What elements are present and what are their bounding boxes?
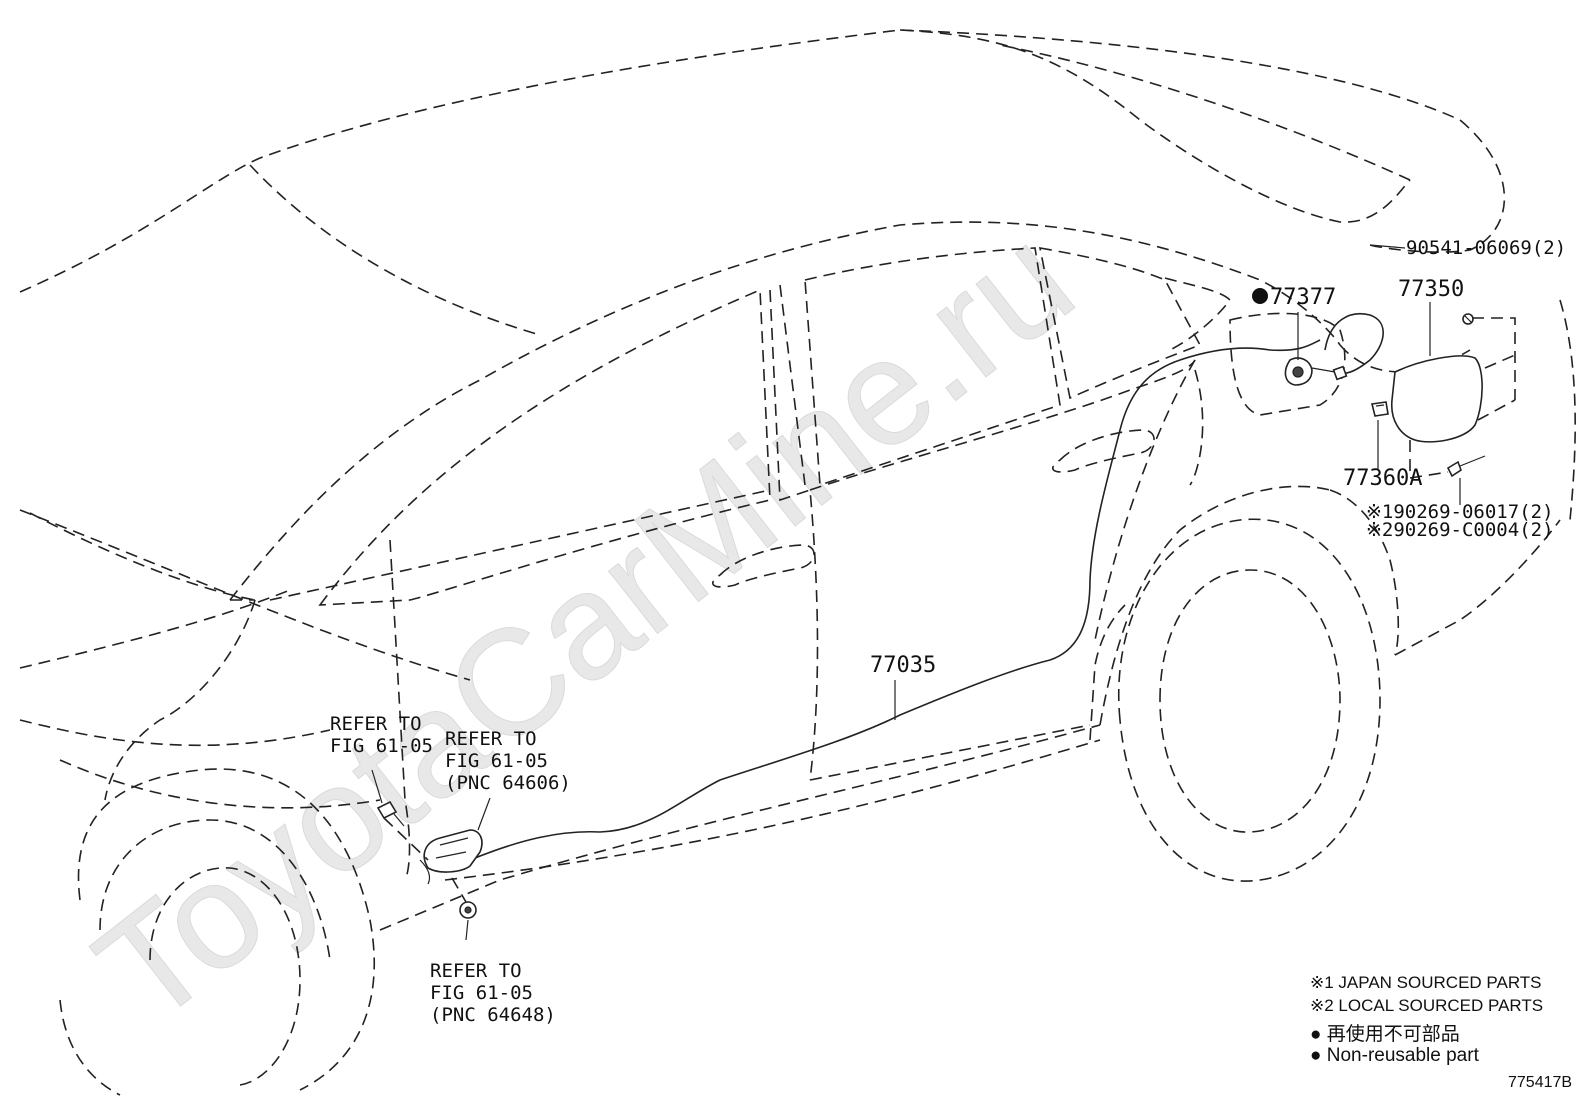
label-77035: 77035 [870, 653, 936, 678]
dash-link-clip [451, 877, 467, 903]
legend-japan-sourced: ※1 JAPAN SOURCED PARTS [1310, 973, 1542, 992]
roof-outline [19, 29, 1506, 809]
opener-clip [459, 901, 477, 919]
label-90269-06017: ※190269-06017(2) [1366, 501, 1554, 523]
leader-refer-1 [371, 769, 383, 804]
fuel-opener-lever [419, 829, 483, 885]
window-outlines [318, 247, 1232, 606]
watermark-text: ToyotaCarMine.ru [66, 194, 1102, 1055]
refer-2-line-2: FIG 61-05 [445, 750, 548, 772]
leader-refer-2 [477, 797, 491, 831]
leader-refer-3 [465, 919, 469, 941]
leader-90541 [1369, 244, 1406, 249]
fuel-opener-cable [474, 339, 1321, 859]
dash-link-90541 [1472, 317, 1516, 400]
part-90541-clip [1462, 313, 1474, 325]
refer-3-line-2: FIG 61-05 [430, 982, 533, 1004]
refer-3-line-3: (PNC 64648) [430, 1004, 556, 1026]
bullet-icon: ● [1310, 1045, 1322, 1066]
legend-non-reusable-jp-text: 再使用不可部品 [1326, 1024, 1460, 1045]
front-wheel [59, 768, 376, 1096]
label-90541-06069: 90541-06069(2) [1406, 237, 1566, 259]
refer-2-line-1: REFER TO [445, 728, 537, 750]
refer-note-3: REFER TO FIG 61-05 (PNC 64648) [430, 960, 556, 1026]
part-77377-cable-loop [1324, 313, 1384, 381]
legend-non-reusable-en-text: Non-reusable part [1326, 1045, 1479, 1066]
refer-3-line-1: REFER TO [430, 960, 522, 982]
door-outlines [269, 289, 1196, 881]
rear-wheel [1118, 518, 1381, 882]
bullet-icon: ● [1310, 1024, 1322, 1045]
part-90269-screw [1446, 455, 1486, 478]
door-handles [712, 429, 1155, 588]
label-77360a: 77360A [1343, 466, 1422, 491]
opener-bolt [376, 800, 405, 827]
dash-link-lid-b [1477, 399, 1516, 421]
part-77360a-pad [1371, 401, 1389, 417]
refer-1-line-2: FIG 61-05 [330, 735, 433, 757]
label-90269-c0004: ※290269-C0004(2) [1366, 519, 1554, 541]
non-reusable-marker-77377 [1252, 288, 1268, 304]
figure-id: 775417B [1508, 1074, 1573, 1091]
legend-local-sourced: ※2 LOCAL SOURCED PARTS [1310, 996, 1544, 1015]
dash-link-90269 [1409, 440, 1449, 479]
legend-non-reusable-en: ● Non-reusable part [1310, 1045, 1479, 1067]
dash-link-lid-a [1484, 354, 1516, 369]
dash-link-bolt [383, 817, 429, 861]
label-77350: 77350 [1398, 277, 1464, 302]
label-77377: 77377 [1270, 285, 1336, 310]
legend-non-reusable-jp: ● 再使用不可部品 [1310, 1019, 1460, 1046]
refer-note-2: REFER TO FIG 61-05 (PNC 64606) [445, 728, 571, 794]
part-77350-fuel-lid [1390, 355, 1483, 443]
refer-1-line-1: REFER TO [330, 713, 422, 735]
refer-2-line-3: (PNC 64606) [445, 772, 571, 794]
part-77377-fuel-lid-lock [1284, 357, 1336, 386]
refer-note-1: REFER TO FIG 61-05 [330, 713, 433, 757]
